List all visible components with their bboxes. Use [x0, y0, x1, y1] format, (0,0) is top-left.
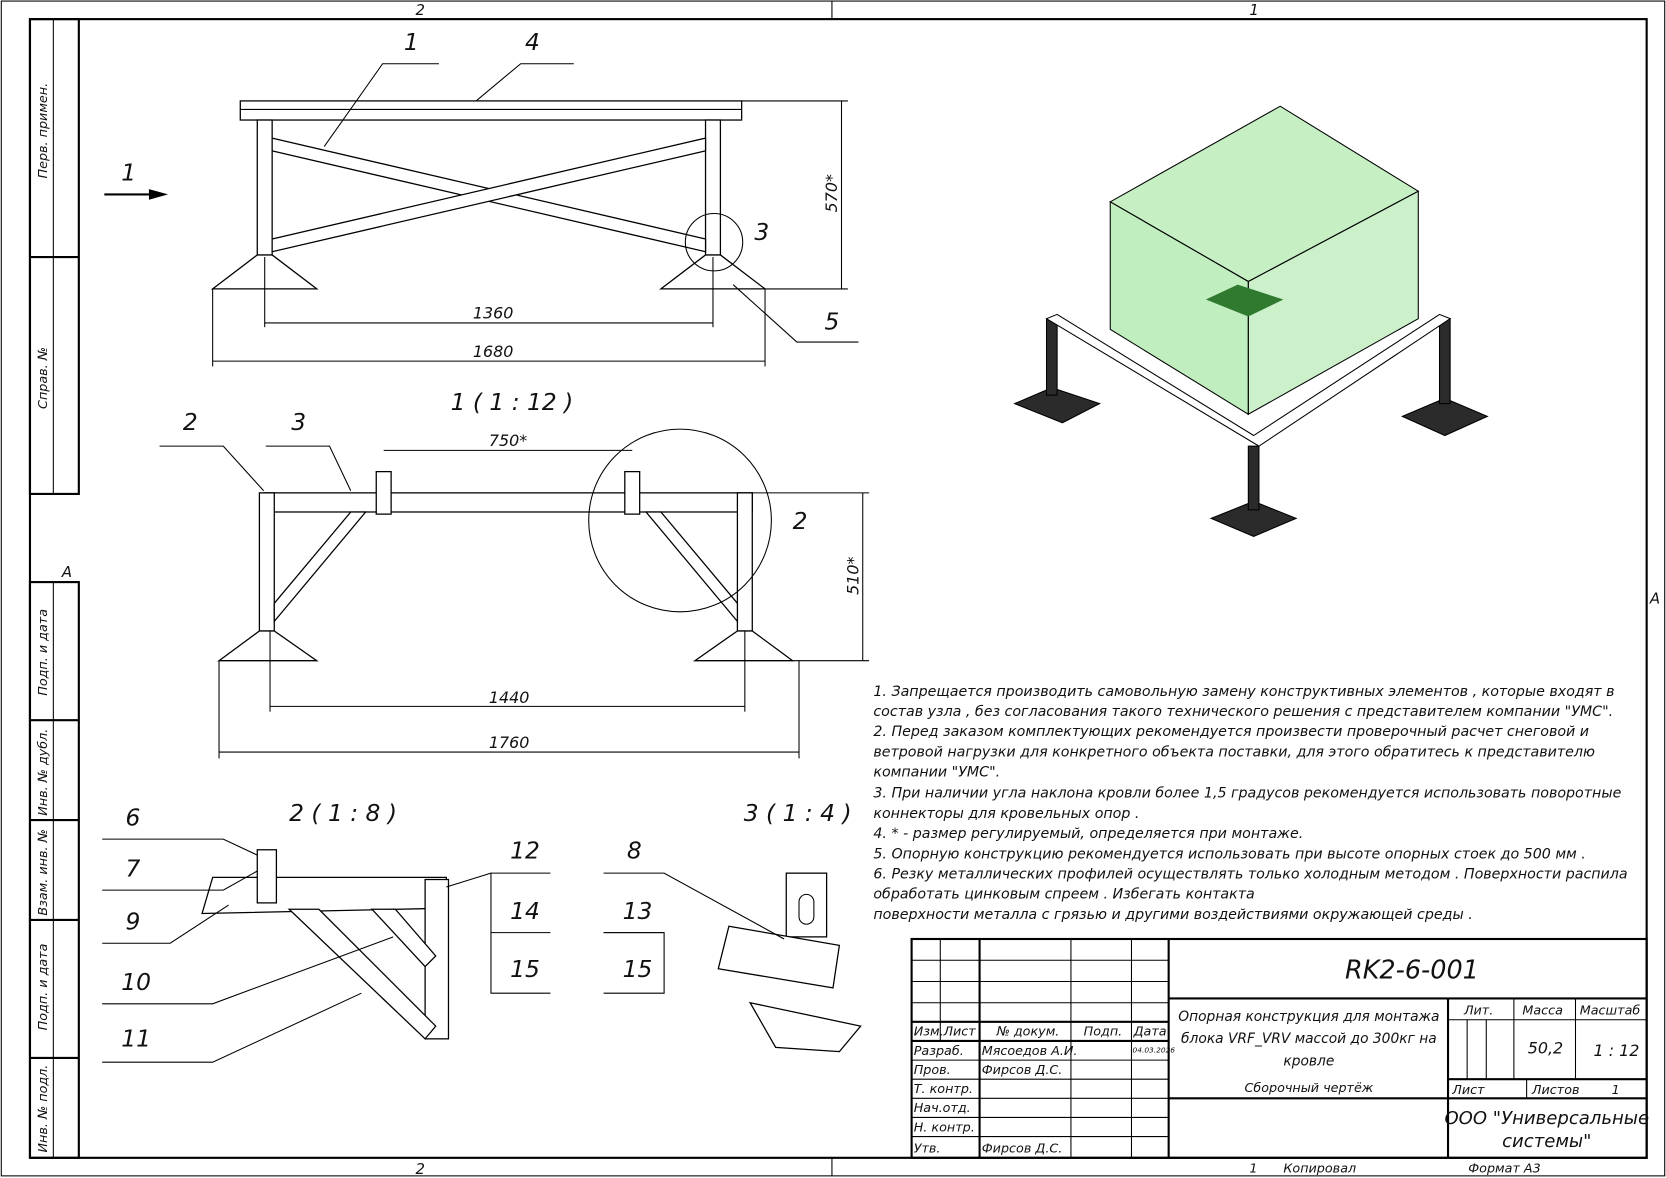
scale-value: 1 : 12 — [1594, 1041, 1640, 1060]
note-line: 2. Перед заказом комплектующих рекоменду… — [873, 724, 1589, 740]
view-title: 3 ( 1 : 4 ) — [744, 799, 852, 827]
format-label: Формат А3 — [1468, 1162, 1541, 1177]
role-label: Утв. — [914, 1142, 941, 1157]
note-line: 1. Запрещается производить самовольную з… — [873, 684, 1614, 700]
dimension: 1760 — [489, 733, 530, 752]
balloon: 2 — [793, 507, 808, 535]
person-name: Мясоедов А.И. — [982, 1044, 1078, 1059]
note-line: компании "УМС". — [873, 764, 1000, 780]
zone-label: 2 — [416, 1, 425, 19]
role-label: Т. контр. — [914, 1082, 973, 1097]
mass-value: 50,2 — [1528, 1039, 1563, 1058]
balloon: 14 — [510, 897, 540, 925]
balloon: 4 — [525, 28, 540, 56]
drawing-name: Опорная конструкция для монтажа — [1178, 1009, 1439, 1025]
date-value: 04.03.2026 — [1133, 1046, 1176, 1055]
document-type: Сборочный чертёж — [1244, 1081, 1373, 1096]
zone-label: 1 — [1249, 1, 1258, 19]
sheets-value: 1 — [1612, 1083, 1620, 1098]
organization: ООО "Универсальные — [1444, 1108, 1649, 1129]
note-line: ветровой нагрузки для конкретного объект… — [873, 744, 1595, 760]
unit-box-right — [1247, 190, 1419, 416]
dimension: 570* — [822, 174, 841, 212]
note-line: 5. Опорную конструкцию рекомендуется исп… — [873, 846, 1585, 862]
mass-label: Масса — [1522, 1003, 1563, 1018]
balloon: 6 — [126, 803, 141, 831]
title-block: RK2-6-001 Опорная конструкция для монтаж… — [910, 937, 1649, 1159]
balloon: 3 — [754, 218, 769, 246]
stamp-label: Справ. № — [36, 347, 51, 409]
view-arrow-label: 1 — [121, 159, 136, 187]
balloon: 11 — [121, 1024, 151, 1052]
person-name: Фирсов Д.С. — [982, 1063, 1063, 1078]
role-label: Н. контр. — [914, 1120, 975, 1135]
balloon: 3 — [291, 408, 306, 436]
balloon: 13 — [623, 897, 653, 925]
person-name: Фирсов Д.С. — [982, 1142, 1063, 1157]
copied-number: 1 — [1249, 1162, 1257, 1177]
stamp-label: Перв. примен. — [36, 83, 51, 179]
header-list: Лист — [942, 1025, 976, 1040]
header-doc: № докум. — [996, 1025, 1060, 1040]
stamp-label: Инв. № дубл. — [36, 729, 51, 816]
side-view: 1 ( 1 : 12 ) 2 3 2 750* 510* 1440 1760 — [159, 388, 870, 759]
balloon: 12 — [510, 836, 540, 864]
copied-label: Копировал — [1283, 1162, 1356, 1177]
balloon: 2 — [183, 408, 198, 436]
detail-3-view: 3 ( 1 : 4 ) 8 13 15 — [603, 799, 862, 1053]
bottom-strip: 1 Копировал Формат А3 — [1249, 1162, 1540, 1177]
drawing-name: кровле — [1283, 1053, 1334, 1069]
technical-notes: 1. Запрещается производить самовольную з… — [873, 684, 1627, 923]
zone-label: A — [1649, 589, 1660, 607]
view-title: 2 ( 1 : 8 ) — [289, 799, 397, 827]
dimension: 510* — [843, 556, 862, 594]
note-line: обработать цинковым спреем . Избегать ко… — [873, 887, 1254, 903]
balloon: 15 — [623, 955, 653, 983]
front-view: 1 1 4 3 5 1360 1680 570* — [104, 28, 859, 367]
note-line: состав узла , без согласования такого те… — [873, 704, 1613, 720]
note-line: 3. При наличии угла наклона кровли более… — [873, 786, 1621, 802]
detail-2-view: 2 ( 1 : 8 ) 6 7 9 10 11 12 14 15 — [102, 799, 551, 1063]
drawing-number: RK2-6-001 — [1345, 955, 1479, 985]
dimension: 750* — [489, 431, 527, 450]
sheets-label: Листов — [1531, 1083, 1580, 1098]
dimension: 1680 — [473, 342, 514, 361]
balloon: 10 — [121, 968, 151, 996]
note-line: поверхности металла с грязью и другими в… — [873, 907, 1472, 923]
scale-label: Масштаб — [1580, 1003, 1641, 1018]
dimension: 1440 — [489, 688, 530, 707]
balloon: 9 — [126, 907, 141, 935]
header-date: Дата — [1133, 1025, 1167, 1040]
zone-label: 2 — [416, 1160, 425, 1178]
organization: системы" — [1502, 1131, 1591, 1152]
view-title: 1 ( 1 : 12 ) — [451, 388, 574, 416]
stamp-label: Инв. № подл. — [36, 1065, 51, 1153]
balloon: 5 — [825, 307, 840, 335]
role-label: Пров. — [914, 1063, 951, 1078]
drawing-name: блока VRF_VRV массой до 300кг на — [1181, 1031, 1437, 1047]
stamp-label: Подп. и дата — [36, 609, 51, 696]
zone-label: A — [61, 563, 72, 581]
side-stamps: Перв. примен. Справ. № Подп. и дата Инв.… — [28, 18, 80, 1159]
header-izm: Изм. — [914, 1025, 944, 1040]
lit-label: Лит. — [1463, 1003, 1493, 1018]
balloon: 1 — [404, 28, 419, 56]
balloon: 7 — [126, 854, 141, 882]
role-label: Нач.отд. — [914, 1101, 971, 1116]
note-line: коннекторы для кровельных опор . — [873, 806, 1139, 822]
stamp-label: Взам. инв. № — [36, 829, 51, 915]
header-sign: Подп. — [1084, 1025, 1123, 1040]
balloon: 15 — [510, 955, 540, 983]
role-label: Разраб. — [914, 1044, 964, 1059]
note-line: 6. Резку металлических профилей осуществ… — [873, 866, 1627, 882]
isometric-view — [1013, 105, 1489, 537]
sheet-label: Лист — [1451, 1083, 1485, 1098]
balloon: 8 — [627, 836, 642, 864]
note-line: 4. * - размер регулируемый, определяется… — [873, 826, 1303, 842]
stamp-label: Подп. и дата — [36, 944, 51, 1031]
dimension: 1360 — [473, 304, 514, 323]
